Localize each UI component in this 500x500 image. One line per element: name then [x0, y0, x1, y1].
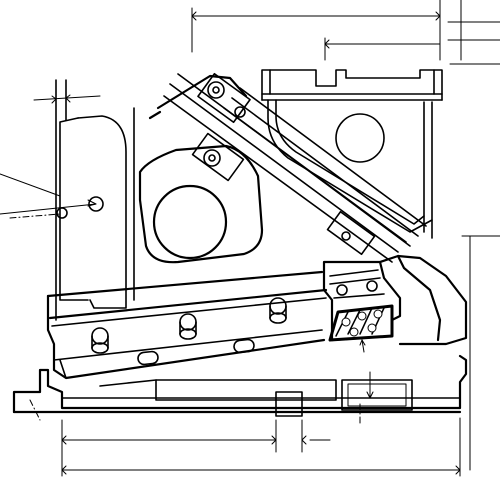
right-housing-body — [267, 99, 433, 239]
slab-slots — [137, 338, 255, 366]
rail-end-block — [326, 210, 376, 256]
clamp-plate-bore — [152, 184, 228, 260]
base-plate-arrow — [366, 371, 374, 399]
right-clamp-assembly — [322, 254, 468, 346]
left-arm-column — [0, 79, 135, 321]
center-lines — [29, 399, 401, 425]
tilted-base-slab — [46, 270, 328, 380]
upper-housing-block — [261, 69, 443, 101]
slab-bolt-3 — [269, 297, 287, 324]
lower-bracket — [191, 132, 245, 182]
pad-arrow — [359, 339, 366, 353]
slab-bolt-2 — [179, 313, 197, 340]
housing-bore — [335, 113, 385, 163]
upper-bracket — [197, 72, 251, 124]
base-plate — [12, 354, 468, 417]
bottom-dimension-lines — [61, 417, 461, 477]
top-dimension-lines — [191, 0, 500, 471]
hatched-pad — [328, 304, 394, 342]
inclined-slide-rails — [163, 73, 427, 263]
arm-pin-hole — [56, 207, 68, 219]
arm-pivot-hole — [88, 196, 104, 212]
top-left-dimension — [0, 94, 101, 207]
slab-bolt-1 — [91, 327, 109, 354]
triangular-clamp-plate — [138, 74, 264, 264]
